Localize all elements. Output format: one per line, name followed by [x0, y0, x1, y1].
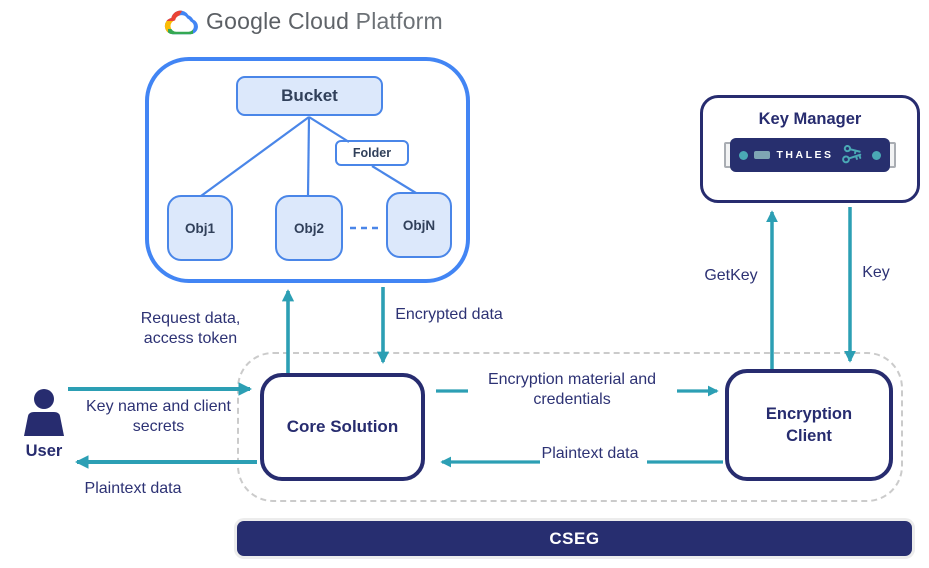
- label-plaintext-mid: Plaintext data: [541, 445, 639, 462]
- object-node-2: Obj2: [275, 195, 343, 261]
- thales-brand-label: THALES: [776, 149, 834, 161]
- cseg-bar: CSEG: [237, 521, 912, 556]
- encryption-client-box: Encryption Client: [725, 369, 893, 481]
- keys-icon: [842, 145, 862, 164]
- logo-word-platform: Platform: [355, 8, 443, 34]
- drive-slot-icon: [754, 151, 770, 159]
- object-label-n: ObjN: [402, 217, 436, 233]
- object-node-n: ObjN: [386, 192, 452, 258]
- bucket-label: Bucket: [281, 86, 338, 105]
- user-label: User: [25, 442, 63, 460]
- label-key-name-secrets: Key name and client secrets: [86, 398, 231, 435]
- status-led-icon: [872, 150, 881, 160]
- label-encrypted-data: Encrypted data: [395, 306, 503, 323]
- bucket-node: Bucket: [236, 76, 383, 116]
- power-led-icon: [739, 150, 748, 160]
- user-icon: [24, 389, 64, 436]
- bucket-tree-lines: [200, 116, 417, 230]
- key-manager-title: Key Manager: [758, 110, 862, 128]
- folder-label: Folder: [352, 146, 392, 160]
- flow-arrows: [68, 207, 856, 469]
- label-encryption-material: Encryption material and credentials: [487, 371, 657, 408]
- cseg-label: CSEG: [549, 528, 600, 548]
- label-request-data: Request data, access token: [140, 310, 241, 347]
- label-key: Key: [862, 264, 890, 281]
- folder-node: Folder: [335, 140, 409, 166]
- label-plaintext-user: Plaintext data: [84, 480, 182, 497]
- key-manager-box: Key Manager THALES: [700, 95, 920, 203]
- core-solution-label: Core Solution: [286, 417, 399, 436]
- thales-bar: THALES: [730, 138, 890, 172]
- encryption-client-label: Encryption Client: [765, 405, 853, 445]
- gcp-logo-text: Google Cloud Platform: [206, 8, 443, 35]
- label-getkey: GetKey: [704, 267, 758, 284]
- core-solution-box: Core Solution: [260, 373, 425, 481]
- object-node-1: Obj1: [167, 195, 233, 261]
- logo-word-cloud: Cloud: [287, 8, 350, 34]
- logo-word-google: Google: [206, 8, 282, 34]
- object-label-2: Obj2: [293, 220, 324, 236]
- thales-appliance: THALES: [724, 138, 896, 172]
- cseg-scope-outline: [237, 352, 903, 502]
- object-label-1: Obj1: [184, 220, 215, 236]
- google-cloud-icon: [164, 10, 198, 35]
